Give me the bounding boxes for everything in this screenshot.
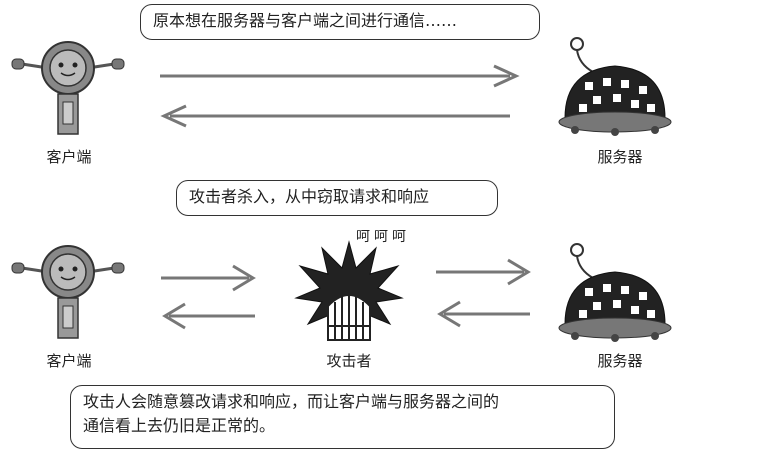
client-robot-icon — [8, 38, 128, 138]
attack-caption: 攻击者杀入，从中窃取请求和响应 — [189, 187, 430, 206]
attack-note-line1: 攻击人会随意篡改请求和响应，而让客户端与服务器之间的 — [83, 392, 500, 411]
attack-note-line2: 通信看上去仍旧是正常的。 — [83, 416, 276, 435]
top-server-label: 服务器 — [597, 148, 643, 166]
bottom-client-label: 客户端 — [46, 352, 92, 370]
client-attacker-arrows — [155, 256, 265, 336]
top-caption: 原本想在服务器与客户端之间进行通信…… — [153, 11, 458, 30]
attack-caption-bubble: 攻击者杀入，从中窃取请求和响应 — [176, 180, 498, 216]
top-client-label: 客户端 — [46, 148, 92, 166]
top-caption-bubble: 原本想在服务器与客户端之间进行通信…… — [140, 4, 540, 40]
bottom-server-label: 服务器 — [597, 352, 643, 370]
attacker-server-arrows — [430, 250, 540, 330]
attacker-laugh: 呵呵呵 — [356, 229, 410, 245]
server-dome-icon — [555, 30, 675, 140]
client-robot-icon — [8, 242, 128, 342]
attacker-icon — [294, 240, 404, 350]
server-dome-icon — [555, 236, 675, 346]
top-arrows — [150, 62, 530, 132]
attacker-label: 攻击者 — [326, 352, 372, 370]
attack-note-bubble: 攻击人会随意篡改请求和响应，而让客户端与服务器之间的 通信看上去仍旧是正常的。 — [70, 385, 615, 449]
